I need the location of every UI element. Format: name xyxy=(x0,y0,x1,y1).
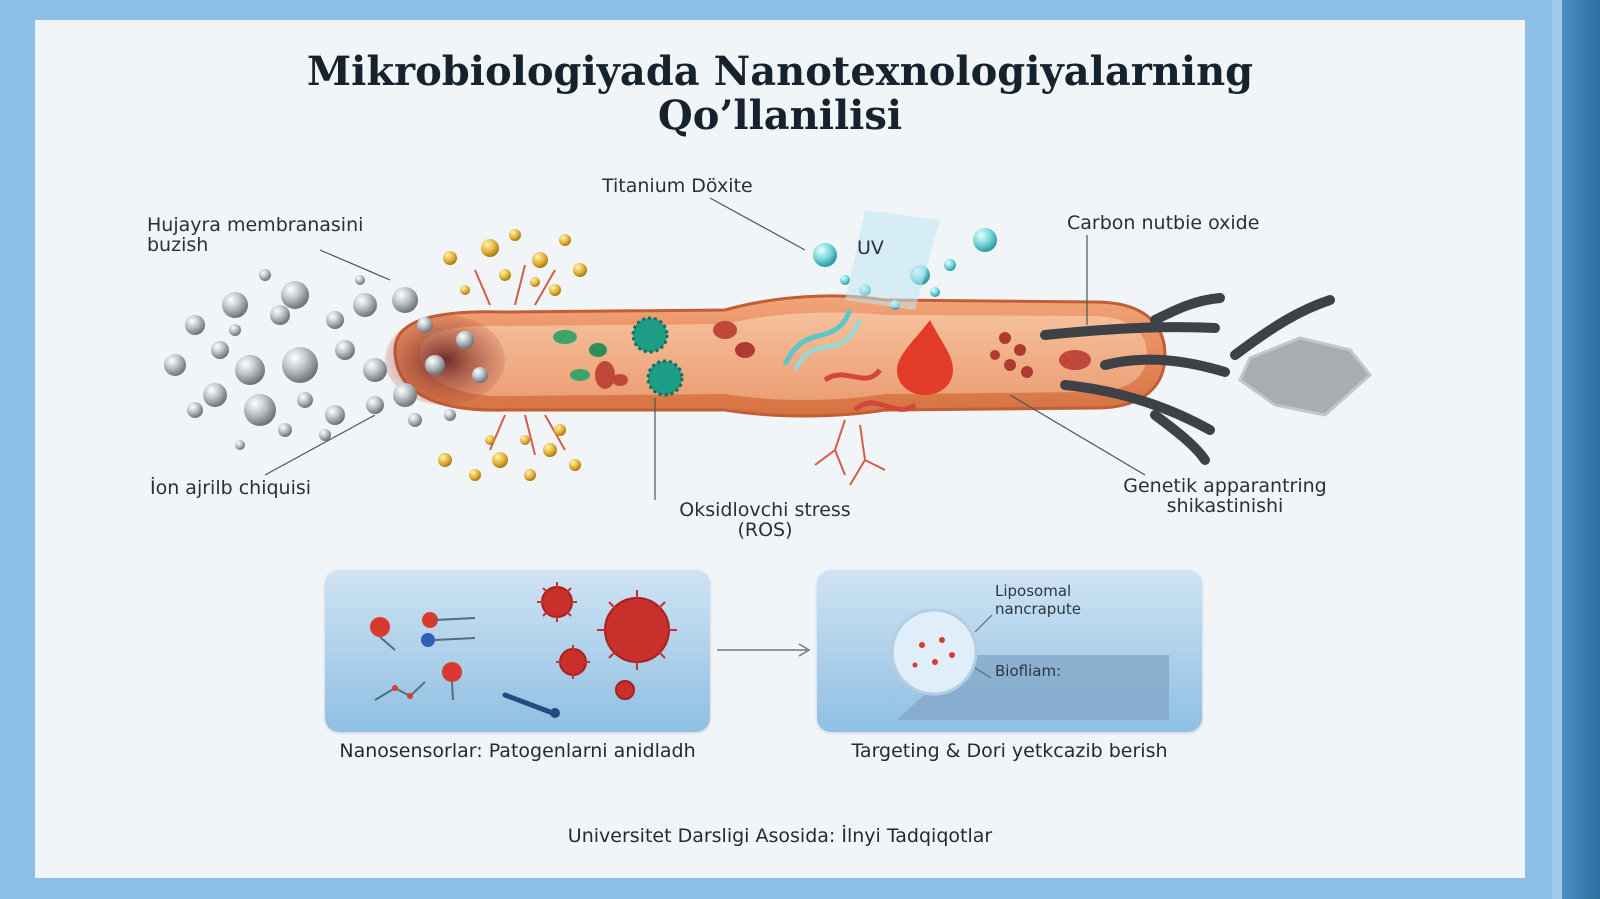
leader-lines xyxy=(264,197,1146,500)
organelles xyxy=(553,309,1091,412)
bacterium-illustration xyxy=(164,197,1373,500)
graphene-sheet xyxy=(1238,336,1373,417)
label-genetic-damage: Genetik apparantring shikastinishi xyxy=(1123,475,1327,517)
label-carbon: Carbon nutbie oxide xyxy=(1067,212,1260,234)
virus-particles xyxy=(537,582,677,700)
liposome xyxy=(890,608,978,696)
slide-title: Mikrobiologiyada Nanotexnologiyalarning … xyxy=(306,48,1254,139)
frame-strip xyxy=(1562,0,1600,899)
footer-source: Universitet Darsligi Asosida: İlnyi Tadq… xyxy=(567,825,993,847)
label-uv: UV xyxy=(857,237,884,259)
caption-nanosensors: Nanosensorlar: Patogenlarni anidladh xyxy=(339,740,696,762)
label-biofilm: Biofliam: xyxy=(995,662,1062,680)
silver-nanoparticles xyxy=(164,269,488,450)
targeting-panel: Liposomal nancrapute Biofliam: xyxy=(817,570,1202,732)
sensor-molecules xyxy=(370,612,560,718)
label-oxidative-stress: Oksidlovchi stress (ROS) xyxy=(679,499,851,541)
slide: Mikrobiologiyada Nanotexnologiyalarning … xyxy=(35,20,1525,878)
caption-targeting: Targeting & Dori yetkcazib berish xyxy=(851,740,1168,762)
label-liposomal: Liposomal nancrapute xyxy=(995,582,1081,618)
arrow-icon xyxy=(717,643,811,657)
gold-nanoparticles xyxy=(438,229,587,481)
label-ion-release: İon ajrilb chiquisi xyxy=(150,477,312,499)
frame-edge xyxy=(1552,0,1562,899)
label-membrane-disruption: Hujayra membranasini buzish xyxy=(147,214,364,256)
label-titanium-dioxide: Titanium Döxite xyxy=(602,175,753,197)
nanosensors-panel xyxy=(325,570,710,732)
carbon-nanotubes xyxy=(1040,293,1335,465)
